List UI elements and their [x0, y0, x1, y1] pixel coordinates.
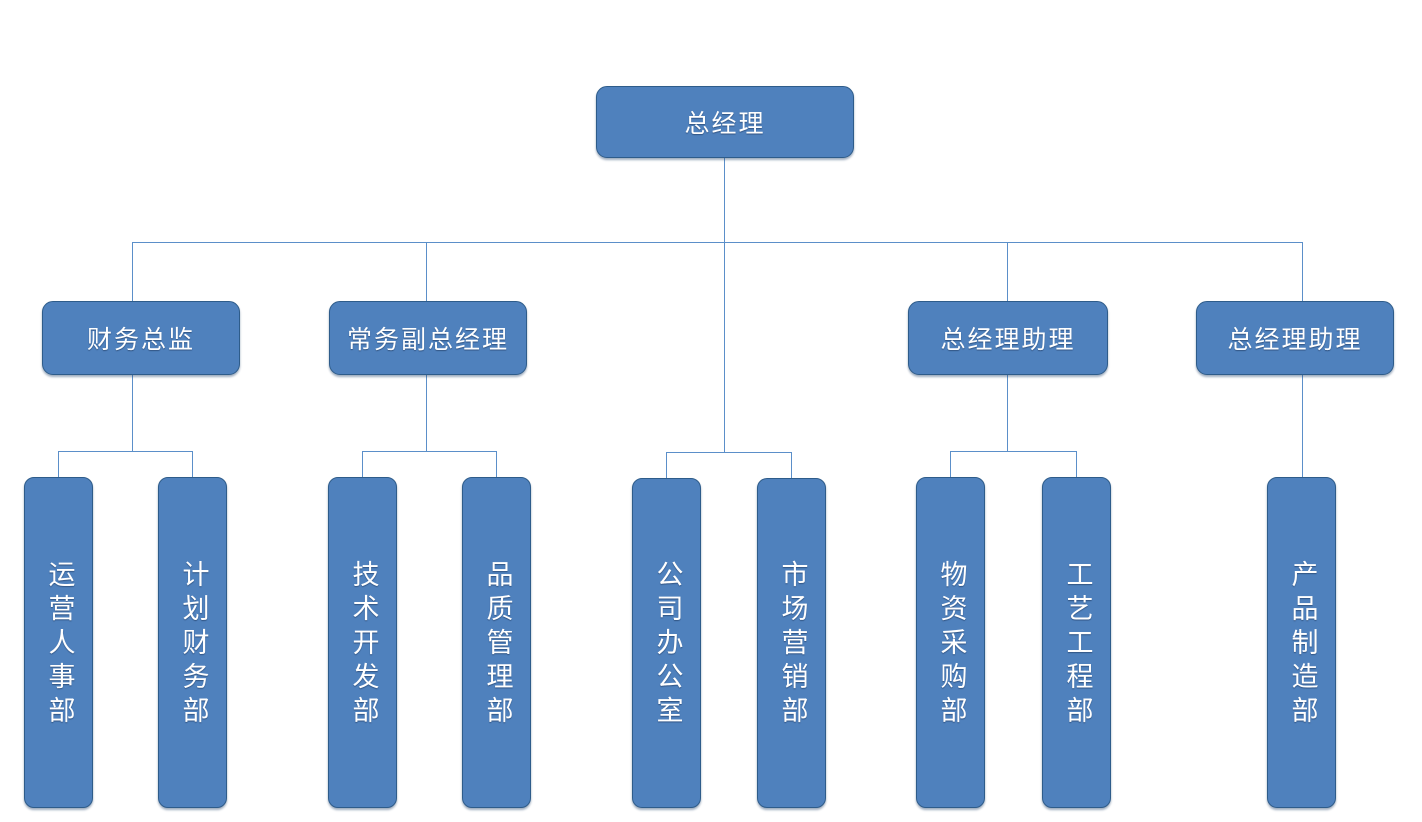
connector-drop-procurement	[950, 451, 951, 478]
node-label: 常务副总经理	[346, 327, 509, 354]
node-label: 公司办公室	[652, 560, 683, 730]
connector-bus-cfo	[58, 451, 193, 452]
node-product-manufacturing-dept[interactable]: 产品制造部	[1267, 477, 1336, 808]
node-company-office[interactable]: 公司办公室	[632, 478, 701, 808]
connector-drop-planning-finance	[192, 451, 193, 478]
node-general-manager[interactable]: 总经理	[596, 86, 854, 158]
connector-drop-quality-management	[496, 451, 497, 478]
node-label: 产品制造部	[1287, 559, 1318, 730]
node-label: 运营人事部	[44, 559, 75, 730]
connector-drop-company-office	[666, 452, 667, 478]
node-marketing-dept[interactable]: 市场营销部	[757, 478, 826, 808]
connector-bus-gm-direct	[666, 452, 792, 453]
connector-stem-gm-assistant-1	[1007, 375, 1008, 451]
connector-root-stem	[724, 157, 725, 453]
node-cfo[interactable]: 财务总监	[42, 301, 240, 375]
node-label: 财务总监	[86, 327, 195, 354]
connector-drop-process-engineering	[1076, 451, 1077, 478]
connector-main-bus	[132, 242, 1303, 243]
node-tech-development-dept[interactable]: 技术开发部	[328, 477, 397, 808]
node-label: 物资采购部	[936, 559, 967, 730]
node-label: 总经理助理	[940, 327, 1076, 354]
node-label: 品质管理部	[482, 559, 513, 730]
connector-drop-tech-development	[362, 451, 363, 478]
node-gm-assistant-2[interactable]: 总经理助理	[1196, 301, 1394, 375]
connector-drop-gm-assistant-2	[1302, 242, 1303, 301]
node-gm-assistant-1[interactable]: 总经理助理	[908, 301, 1108, 375]
node-label: 总经理	[684, 111, 766, 138]
node-planning-finance-dept[interactable]: 计划财务部	[158, 477, 227, 808]
connector-drop-marketing	[791, 452, 792, 478]
node-label: 计划财务部	[178, 559, 209, 730]
connector-stem-deputy-gm	[426, 375, 427, 451]
connector-drop-operations-hr	[58, 451, 59, 478]
node-operations-hr-dept[interactable]: 运营人事部	[24, 477, 93, 808]
connector-drop-gm-assistant-1	[1007, 242, 1008, 301]
connector-stem-cfo	[132, 375, 133, 451]
node-label: 工艺工程部	[1062, 559, 1093, 730]
node-process-engineering-dept[interactable]: 工艺工程部	[1042, 477, 1111, 808]
node-quality-management-dept[interactable]: 品质管理部	[462, 477, 531, 808]
node-procurement-dept[interactable]: 物资采购部	[916, 477, 985, 808]
node-label: 技术开发部	[348, 559, 379, 730]
connector-drop-deputy-gm	[426, 242, 427, 301]
connector-drop-cfo	[132, 242, 133, 301]
node-label: 总经理助理	[1227, 327, 1363, 354]
connector-bus-deputy-gm	[362, 451, 497, 452]
connector-bus-gm-assistant-1	[950, 451, 1077, 452]
node-executive-deputy-gm[interactable]: 常务副总经理	[329, 301, 527, 375]
node-label: 市场营销部	[777, 560, 808, 730]
connector-stem-gm-assistant-2	[1302, 375, 1303, 478]
